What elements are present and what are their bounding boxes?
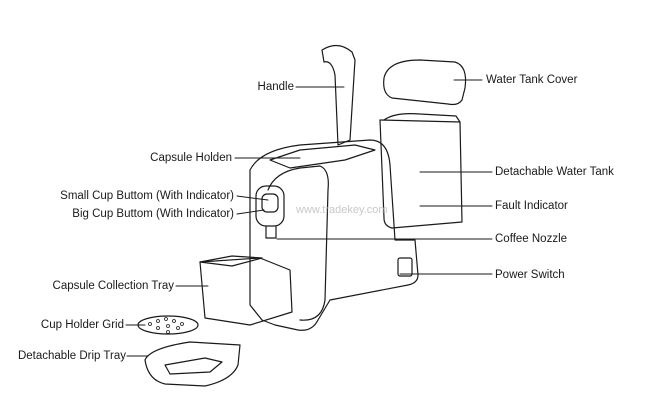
control-panel (255, 185, 285, 227)
label-power-switch: Power Switch (495, 269, 565, 281)
button-outline (261, 193, 279, 213)
label-capsule-holder: Capsule Holden (150, 152, 232, 164)
label-big-cup-button: Big Cup Buttom (With Indicator) (72, 208, 234, 220)
tank-cover-shape (383, 59, 467, 106)
label-detachable-water-tank: Detachable Water Tank (495, 166, 614, 178)
machine-top (269, 144, 376, 169)
drip-tray-inner (164, 357, 223, 375)
machine-body (249, 139, 419, 331)
cup-holder-grid-shape (137, 315, 199, 335)
handle-shape (321, 44, 356, 146)
label-small-cup-button: Small Cup Buttom (With Indicator) (60, 190, 234, 202)
capsule-tray-top (199, 255, 263, 267)
water-tank-shape (379, 119, 463, 229)
capsule-tray-shape (199, 257, 293, 326)
label-capsule-collection-tray: Capsule Collection Tray (52, 280, 174, 292)
water-tank-top (383, 113, 461, 123)
label-water-tank-cover: Water Tank Cover (486, 74, 578, 86)
leader-lines (125, 79, 493, 357)
label-coffee-nozzle: Coffee Nozzle (495, 233, 568, 245)
power-switch-shape (397, 257, 413, 277)
watermark: www.tradekey.com (296, 204, 388, 216)
drip-tray-shape (144, 341, 241, 387)
nozzle-shape (265, 225, 277, 239)
grid-dots (148, 317, 184, 334)
label-fault-indicator: Fault Indicator (495, 200, 568, 212)
machine-body-inner (267, 165, 329, 321)
label-handle: Handle (257, 81, 294, 93)
label-cup-holder-grid: Cup Holder Grid (40, 319, 124, 331)
label-detachable-drip-tray: Detachable Drip Tray (17, 350, 126, 362)
